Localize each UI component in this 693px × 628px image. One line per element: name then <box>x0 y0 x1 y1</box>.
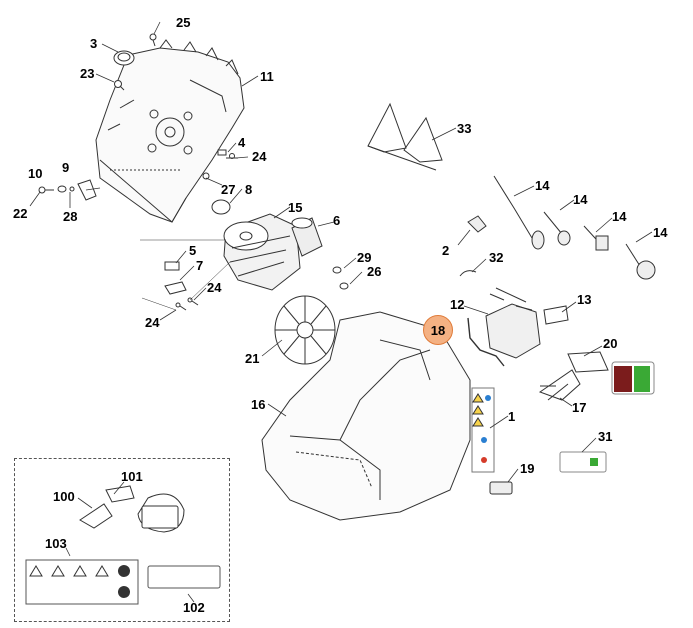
fan-part-21 <box>274 295 336 365</box>
part-number-9: 9 <box>62 160 70 175</box>
part-number-6: 6 <box>333 213 341 228</box>
part-number-15: 15 <box>288 200 303 215</box>
small-parts-2-32 <box>459 215 487 277</box>
leader-lines <box>95 21 653 483</box>
handle-part-33 <box>367 102 443 171</box>
small-parts-5-7 <box>164 261 187 295</box>
warning-label-part-1 <box>471 387 495 473</box>
part-number-2: 2 <box>442 243 450 258</box>
part-number-10: 10 <box>28 166 43 181</box>
label-part-19 <box>489 481 513 495</box>
highlighted-part-18-badge[interactable]: 18 <box>423 315 453 345</box>
screws-part-4-24-27 <box>202 149 238 180</box>
part-number-32: 32 <box>489 250 504 265</box>
kit-contents <box>25 481 221 605</box>
part-number-23: 23 <box>80 66 95 81</box>
part-number-12: 12 <box>450 297 465 312</box>
screws-part-10-22-28 <box>38 185 75 194</box>
part-number-11: 11 <box>260 69 274 84</box>
screws-part-24 <box>175 297 199 311</box>
part-number-101: 101 <box>121 469 143 484</box>
part-number-16: 16 <box>251 397 266 412</box>
part-number-14: 14 <box>535 178 550 193</box>
part-number-27: 27 <box>221 182 236 197</box>
part-number-13: 13 <box>577 292 592 307</box>
capacitor-part-6 <box>291 217 323 257</box>
cover-part-17 <box>538 369 581 401</box>
part-number-14: 14 <box>653 225 668 240</box>
label-part-20 <box>567 351 655 395</box>
part-number-24: 24 <box>145 315 160 330</box>
motor-part-15 <box>223 213 301 291</box>
screw-part-25 <box>149 33 157 47</box>
cables-part-14 <box>493 175 656 280</box>
screws-part-26-29 <box>332 266 349 290</box>
housing-part-16 <box>261 311 471 521</box>
part-number-4: 4 <box>238 135 246 150</box>
part-number-21: 21 <box>245 351 260 366</box>
cap-part-3 <box>113 50 135 66</box>
part-number-3: 3 <box>90 36 98 51</box>
screw-part-23 <box>114 80 125 91</box>
part-number-103: 103 <box>45 536 67 551</box>
part-number-17: 17 <box>572 400 587 415</box>
cable-part-18 <box>467 317 505 367</box>
part-number-7: 7 <box>196 258 204 273</box>
part-number-5: 5 <box>189 243 197 258</box>
kit-dashed-box <box>14 458 230 622</box>
part-number-19: 19 <box>520 461 535 476</box>
part-number-14: 14 <box>612 209 627 224</box>
part-number-102: 102 <box>183 600 205 615</box>
part-number-24: 24 <box>207 280 222 295</box>
part-number-29: 29 <box>357 250 372 265</box>
part-number-24: 24 <box>252 149 267 164</box>
cover-part-13 <box>543 305 569 325</box>
switch-part-12 <box>485 287 541 359</box>
motor-plate-part-11 <box>95 39 245 223</box>
part-number-25: 25 <box>176 15 191 30</box>
part-number-33: 33 <box>457 121 472 136</box>
part-number-1: 1 <box>508 409 516 424</box>
part-number-20: 20 <box>603 336 618 351</box>
part-number-26: 26 <box>367 264 382 279</box>
part-number-22: 22 <box>13 206 28 221</box>
bush-part-8 <box>211 199 231 215</box>
label-part-31 <box>559 451 607 473</box>
part-number-31: 31 <box>598 429 613 444</box>
part-number-28: 28 <box>63 209 78 224</box>
part-number-14: 14 <box>573 192 588 207</box>
part-number-100: 100 <box>53 489 75 504</box>
part-number-8: 8 <box>245 182 253 197</box>
